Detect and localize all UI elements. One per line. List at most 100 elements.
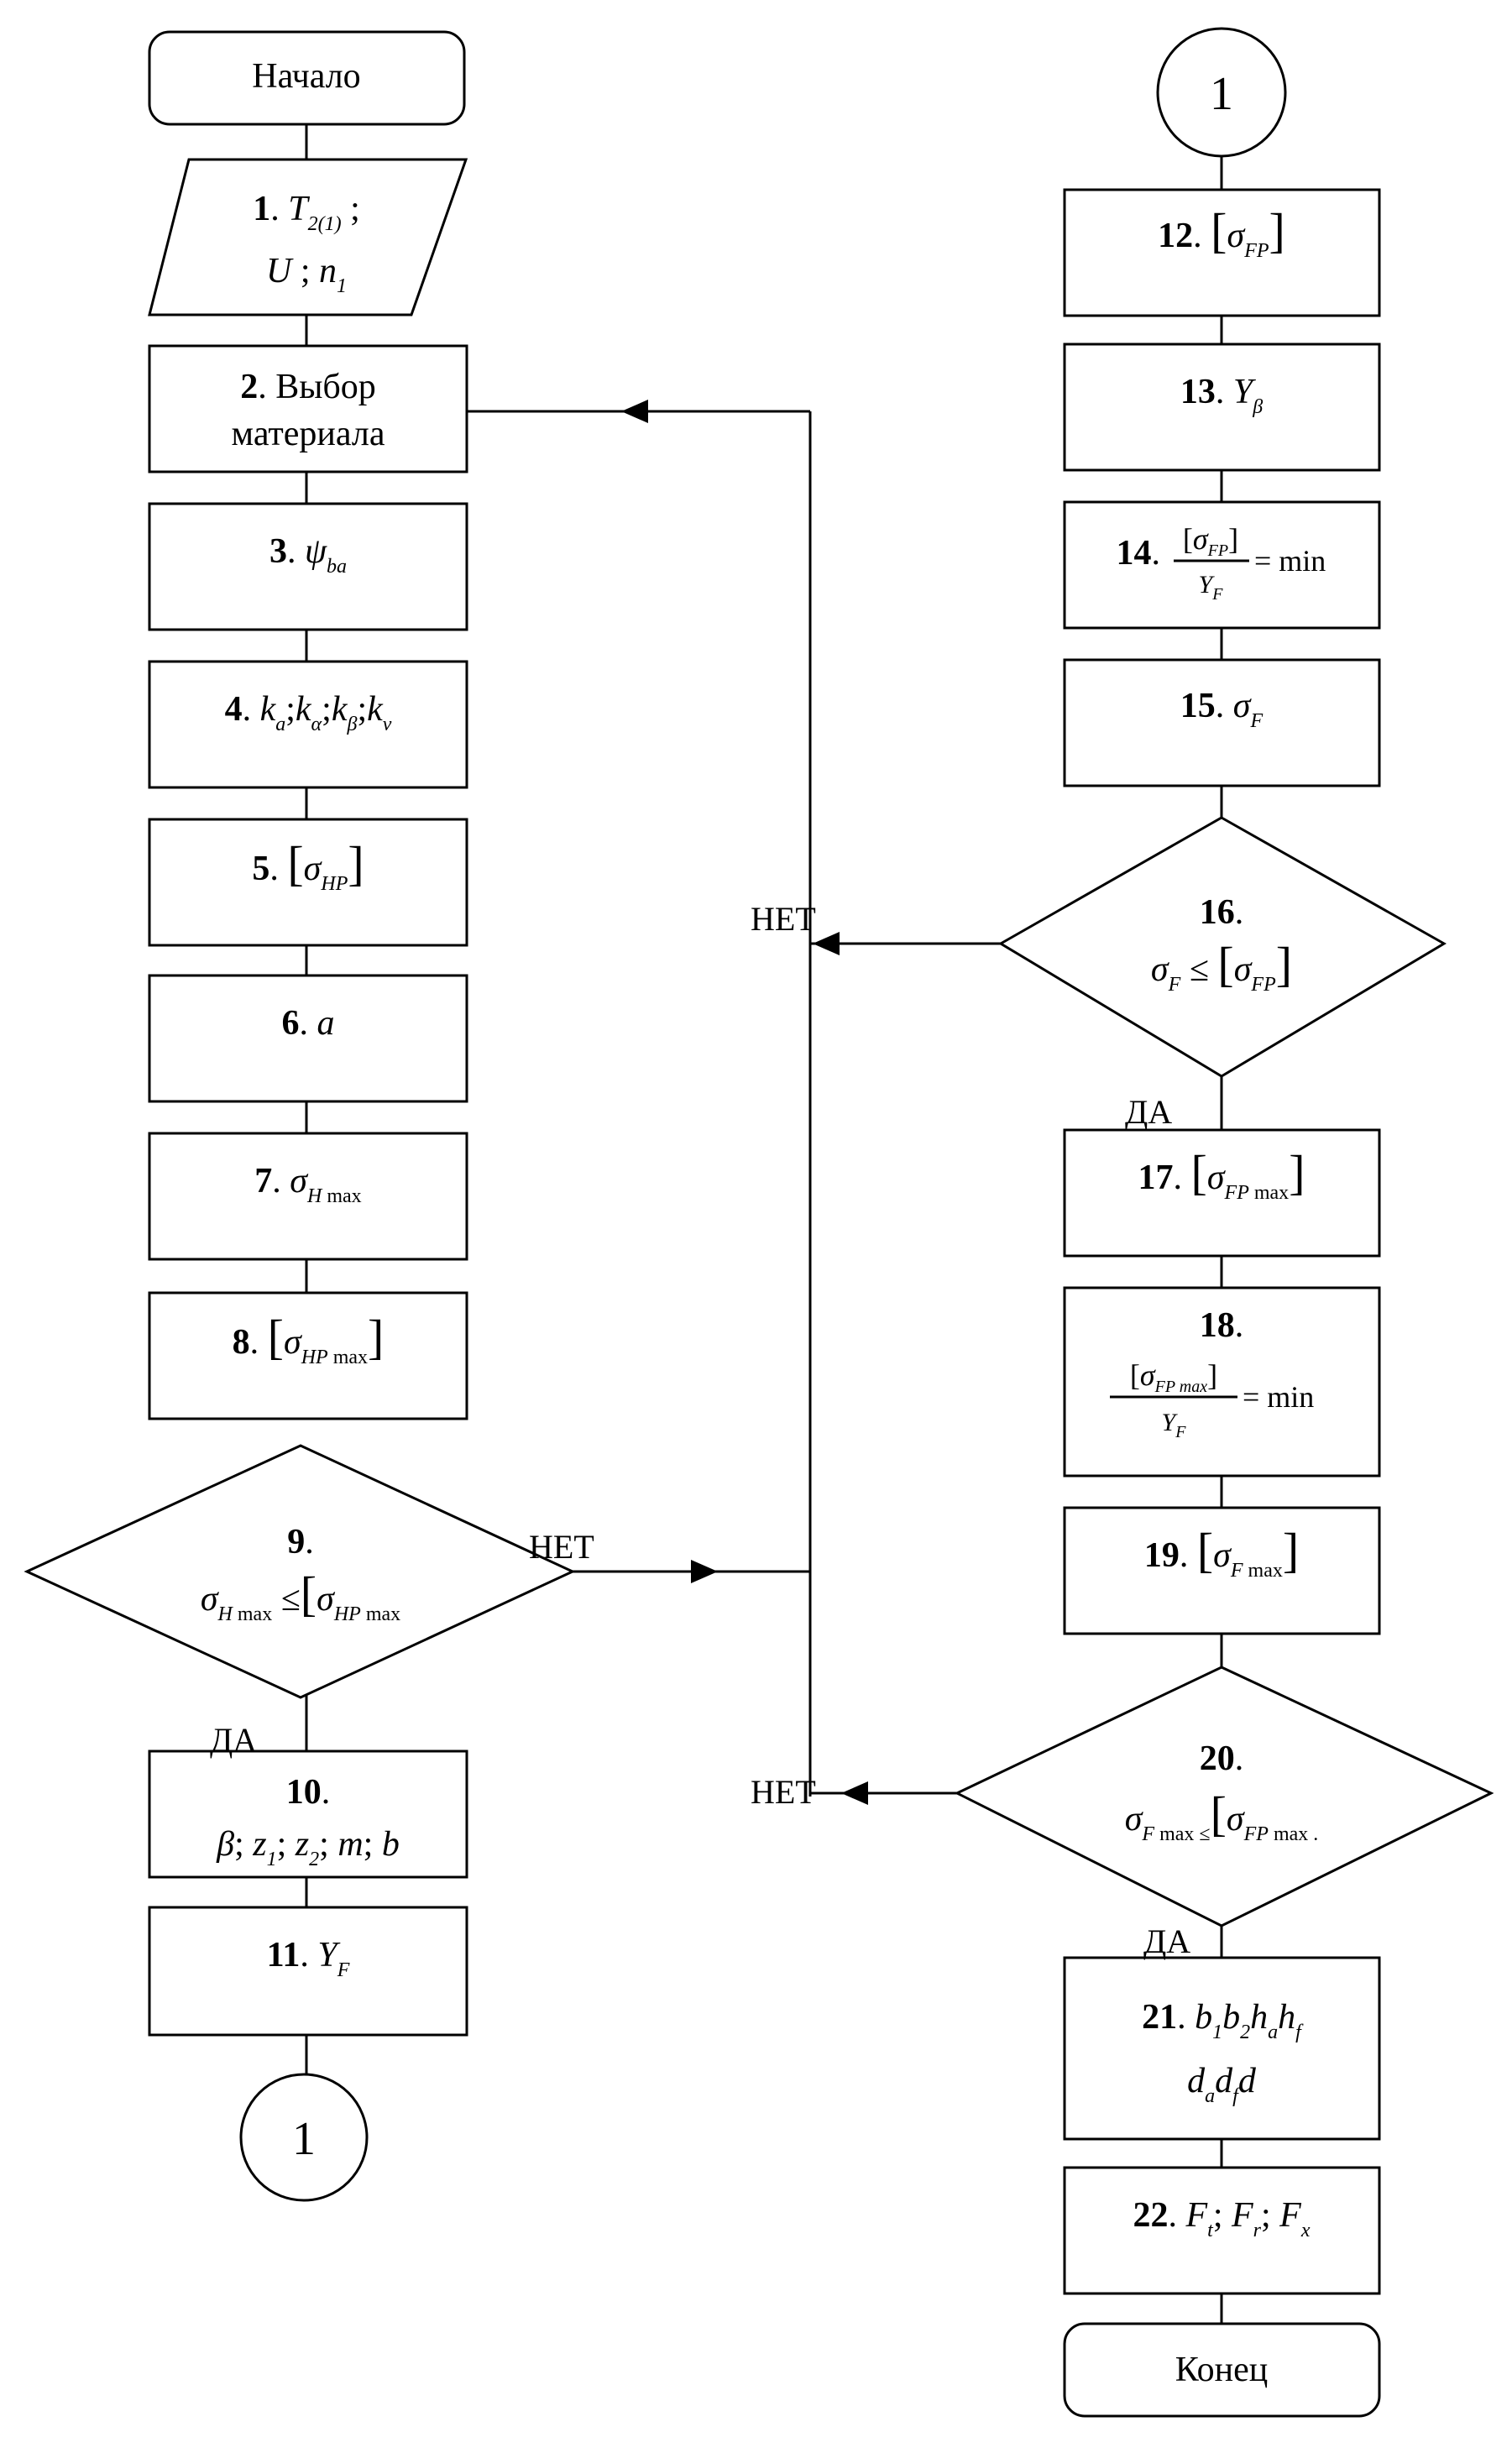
block-14-denominator: YF: [1199, 571, 1224, 604]
block-2-line-2: материала: [232, 415, 385, 453]
block-5-process: 5. [σHP]: [148, 818, 468, 947]
block-20-decision: 20. σF max ≤[σFP max .: [954, 1666, 1494, 1927]
block-14-number-text: 14.: [1117, 534, 1161, 573]
block-6-number: 6: [282, 1004, 300, 1043]
block-18-line-1: 18.: [1200, 1306, 1244, 1345]
start-label: Начало: [252, 57, 360, 96]
block-14-equals-min: = min: [1254, 544, 1326, 578]
block-16-number: 16: [1200, 893, 1235, 932]
block-22-process: 22. Ft; Fr; Fx: [1063, 2166, 1381, 2295]
block-14-numerator: [σFP]: [1183, 522, 1238, 560]
block-11-number: 11: [267, 1936, 301, 1974]
block-11-process: 11. YF: [148, 1906, 468, 2037]
arrowhead: [621, 400, 648, 423]
block-11-text: 11. YF: [267, 1936, 350, 1981]
block-16-line-2: σF ≤ [σFP]: [1151, 937, 1292, 996]
no-label-block-16: НЕТ: [751, 900, 816, 938]
page-connector-out: 1: [239, 2073, 369, 2202]
block-14-process: 14. [σFP] YF = min: [1063, 500, 1381, 630]
block-3-number: 3: [269, 532, 287, 571]
block-20-number: 20: [1200, 1739, 1235, 1778]
block-13-number: 13: [1180, 373, 1216, 411]
block-4-process: 4. ka;kα;kβ;kν: [148, 660, 468, 789]
block-1-number: 1: [253, 190, 270, 228]
block-3-text: 3. ψba: [269, 532, 347, 578]
arrowhead: [691, 1560, 718, 1583]
block-15-number: 15: [1180, 687, 1216, 725]
block-5-number: 5: [252, 850, 269, 888]
block-9-line-1: 9.: [287, 1523, 314, 1561]
block-8-number: 8: [233, 1323, 250, 1362]
block-18-numerator: [σFP max]: [1130, 1358, 1217, 1396]
block-21-number: 21: [1142, 1998, 1177, 2037]
block-9-line-2: σH max ≤[σHP max: [201, 1566, 400, 1625]
block-19-process: 19. [σF max]: [1063, 1506, 1381, 1635]
block-13-text: 13. Yβ: [1180, 373, 1263, 418]
yes-label-block-20: ДА: [1143, 1922, 1190, 1960]
page-connector-in: 1: [1156, 27, 1287, 158]
block-18-number: 18: [1200, 1306, 1235, 1345]
block-6-process: 6. a: [148, 974, 468, 1103]
arrowhead: [813, 932, 840, 955]
block-21-process: 21. b1b2hahf dadfd: [1063, 1956, 1381, 2141]
block-1-line-2: U ; n1: [266, 252, 347, 297]
start-terminal: Начало: [148, 30, 466, 126]
no-label-block-9: НЕТ: [529, 1528, 594, 1566]
block-2-number: 2: [240, 368, 258, 406]
block-7-text: 7. σH max: [254, 1162, 361, 1207]
block-10-process: 10. β; z1; z2; m; b: [148, 1750, 468, 1879]
block-20-line-1: 20.: [1200, 1739, 1244, 1778]
block-2-line-1: 2. Выбор: [240, 368, 376, 406]
block-7-process: 7. σH max: [148, 1132, 468, 1261]
block-17-text: 17. [σFP max]: [1138, 1145, 1305, 1204]
block-15-text: 15. σF: [1180, 687, 1263, 732]
block-19-text: 19. [σF max]: [1144, 1523, 1299, 1582]
block-8-process: 8. [σHP max]: [148, 1291, 468, 1420]
connector-lines: [305, 124, 1223, 2324]
block-15-process: 15. σF: [1063, 658, 1381, 787]
end-terminal: Конец: [1063, 2322, 1381, 2418]
block-4-number: 4: [225, 690, 243, 729]
yes-label-block-9: ДА: [210, 1721, 257, 1759]
block-20-line-2: σF max ≤[σFP max .: [1125, 1786, 1319, 1845]
connector-in-label: 1: [1210, 68, 1233, 120]
block-18-denominator: YF: [1162, 1409, 1187, 1441]
block-9-number: 9: [287, 1523, 305, 1561]
block-2-process: 2. Выбор материала: [148, 344, 468, 473]
block-13-process: 13. Yβ: [1063, 343, 1381, 472]
block-17-number: 17: [1138, 1159, 1173, 1197]
block-4-text: 4. ka;kα;kβ;kν: [225, 690, 392, 735]
block-18-equals-min: = min: [1243, 1380, 1314, 1414]
block-22-text: 22. Ft; Fr; Fx: [1133, 2196, 1311, 2241]
no-label-block-20: НЕТ: [751, 1773, 816, 1811]
block-18-process: 18. [σFP max] YF = min: [1063, 1286, 1381, 1478]
arrowhead: [841, 1781, 868, 1805]
block-16-line-1: 16.: [1200, 893, 1244, 932]
block-1-input: 1. T2(1) ; U ; n1: [148, 158, 468, 316]
block-17-process: 17. [σFP max]: [1063, 1128, 1381, 1258]
block-10-number: 10: [286, 1773, 322, 1812]
block-21-line-1: 21. b1b2hahf: [1142, 1998, 1304, 2043]
block-12-process: 12. [σFP]: [1063, 188, 1381, 317]
arrowheads: [621, 400, 868, 1805]
end-label: Конец: [1175, 2351, 1269, 2389]
block-19-number: 19: [1144, 1536, 1180, 1575]
block-10-line-1: 10.: [286, 1773, 331, 1812]
block-5-text: 5. [σHP]: [252, 836, 364, 895]
yes-label-block-16: ДА: [1125, 1093, 1172, 1131]
block-14-number: 14: [1117, 534, 1152, 573]
block-1-line-1: 1. T2(1) ;: [253, 190, 360, 235]
block-7-number: 7: [254, 1162, 272, 1200]
block-22-number: 22: [1133, 2196, 1169, 2235]
block-3-process: 3. ψba: [148, 502, 468, 631]
block-10-line-2: β; z1; z2; m; b: [216, 1825, 400, 1870]
block-12-text: 12. [σFP]: [1158, 203, 1285, 262]
block-6-text: 6. a: [282, 1004, 335, 1043]
connector-out-label: 1: [292, 2113, 316, 2165]
block-16-decision: 16. σF ≤ [σFP]: [998, 816, 1447, 1078]
block-21-line-2: dadfd: [1187, 2062, 1257, 2107]
block-12-number: 12: [1158, 217, 1193, 255]
block-9-decision: 9. σH max ≤[σHP max: [24, 1444, 576, 1699]
block-8-text: 8. [σHP max]: [233, 1310, 385, 1368]
